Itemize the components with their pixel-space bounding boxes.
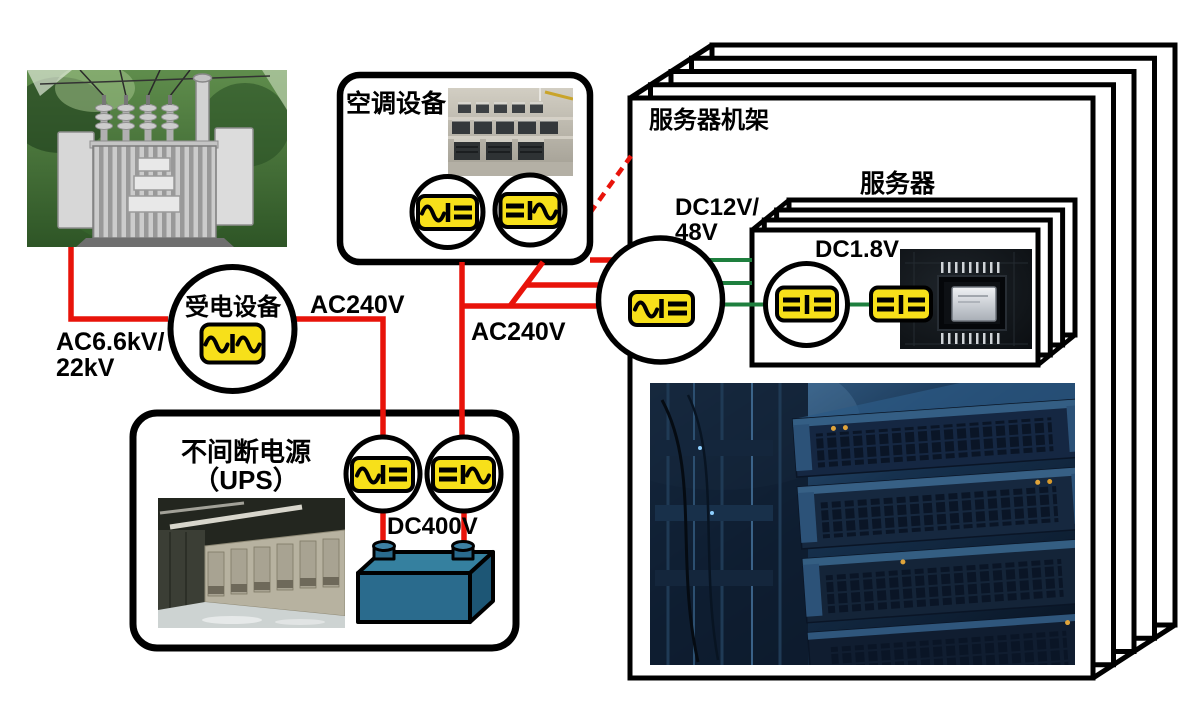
receiving-equipment-node (167, 264, 298, 394)
label-dc400v: DC400V (387, 513, 478, 540)
aircon-box (336, 71, 594, 266)
label-server: 服务器 (860, 170, 936, 198)
ac-ac-converter-icon (199, 322, 266, 365)
label-hv-input-voltage: AC6.6kV/ 22kV (56, 328, 165, 382)
dc-wires (708, 258, 873, 307)
ups-room-photo (158, 498, 345, 628)
cpu-photo (900, 249, 1032, 349)
ups-inverter (424, 434, 504, 514)
ac-wires (68, 247, 614, 550)
label-dc12v-48v: DC12V/ 48V (675, 194, 760, 246)
transformer-photo (27, 70, 287, 247)
aircon-dc-ac-converter (492, 172, 568, 248)
rack-ac-dc-converter (595, 235, 726, 365)
server-rack-photo (650, 383, 1075, 665)
server-dc-dc-converter-2 (869, 285, 933, 323)
label-receiving-equipment: 受电设备 (185, 294, 281, 321)
label-dc1-8v: DC1.8V (815, 236, 900, 263)
battery (356, 540, 495, 624)
aircon-rack-dashed-line (588, 154, 633, 215)
label-ac240v-mid: AC240V (471, 318, 566, 346)
label-ups: 不间断电源 （UPS） (180, 437, 311, 495)
server-dc-dc-converter-1 (763, 261, 850, 348)
label-server-rack: 服务器机架 (649, 107, 769, 134)
label-aircon: 空调设备 (346, 90, 447, 118)
aircon-photo (448, 88, 573, 176)
battery-terminal (372, 540, 396, 561)
battery-terminal (451, 540, 475, 561)
aircon-ac-dc-converter (409, 174, 486, 250)
ups-rectifier (343, 434, 423, 514)
label-ac240v-top: AC240V (310, 291, 405, 319)
ac-dc-converter-icon (628, 290, 695, 327)
